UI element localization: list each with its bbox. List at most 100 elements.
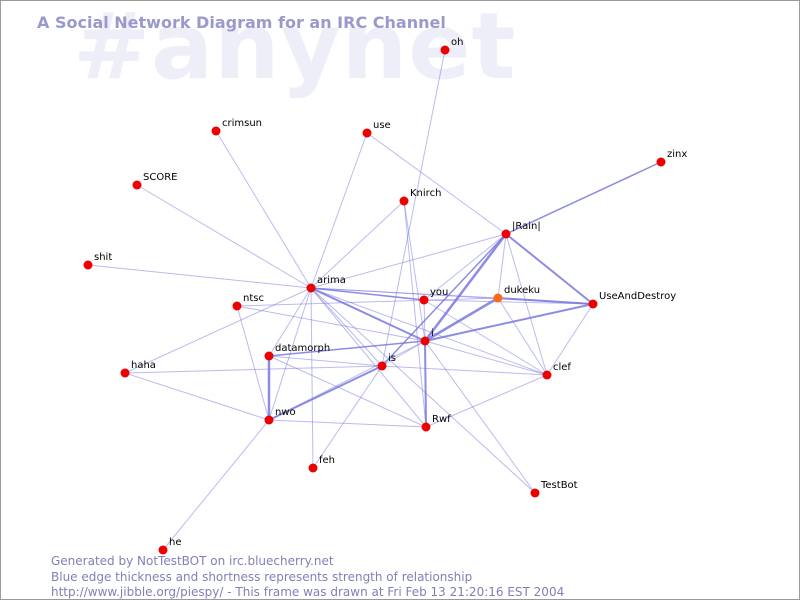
node-dot-is: [377, 361, 387, 371]
node-label-clef: clef: [553, 362, 571, 373]
node-dot-he: [158, 545, 168, 555]
node-arima: arima: [306, 275, 346, 293]
node-dot-SCORE: [132, 180, 142, 190]
edge-dukeku-i: [424, 296, 499, 343]
edge-Rain-clef: [505, 233, 548, 376]
node-Rwf: Rwf: [421, 414, 451, 432]
edge-arima-Rwf: [310, 287, 427, 428]
node-label-shit: shit: [94, 252, 112, 263]
node-is: is: [377, 353, 396, 371]
edge-i-TestBot: [424, 340, 536, 494]
node-dot-crimsun: [211, 126, 221, 136]
node-label-TestBot: TestBot: [540, 480, 578, 491]
node-label-is: is: [388, 353, 396, 364]
edge-Knirch-arima: [310, 200, 405, 289]
node-Rain: |Rain|: [501, 221, 541, 239]
node-dot-i: [420, 336, 430, 346]
node-label-haha: haha: [131, 360, 156, 371]
edge-i-Rwf: [424, 340, 427, 428]
node-ntsc: ntsc: [232, 293, 264, 311]
node-label-Rwf: Rwf: [432, 414, 451, 425]
node-TestBot: TestBot: [530, 480, 578, 498]
edge-ntsc-nwo: [236, 305, 270, 421]
node-use: use: [362, 120, 391, 138]
edge-oh-is: [381, 49, 446, 367]
node-dot-ntsc: [232, 301, 242, 311]
node-label-ntsc: ntsc: [243, 293, 264, 304]
edge-dukeku-UseAndDestroy: [497, 297, 594, 305]
edge-arima-feh: [310, 287, 314, 469]
node-label-arima: arima: [317, 275, 346, 286]
edge-crimsun-arima: [215, 130, 312, 289]
edge-arima-you: [310, 287, 425, 301]
edge-dukeku-clef: [497, 297, 548, 376]
edge-ntsc-i: [236, 305, 426, 342]
edge-is-clef: [381, 365, 548, 376]
node-dot-use: [362, 128, 372, 138]
node-zinx: zinx: [656, 149, 687, 167]
edge-you-i: [423, 299, 426, 342]
edge-use-arima: [310, 132, 368, 289]
edge-UseAndDestroy-clef: [546, 303, 594, 376]
edges-layer: [87, 49, 662, 551]
node-dot-haha: [120, 368, 130, 378]
edge-Rain-UseAndDestroy: [505, 233, 594, 305]
edge-Rain-i: [424, 233, 507, 342]
edge-Knirch-i: [403, 200, 426, 342]
node-dot-you: [419, 295, 429, 305]
footer-legend-note: Blue edge thickness and shortness repres…: [51, 570, 473, 584]
node-dot-TestBot: [530, 488, 540, 498]
edge-use-Rain: [366, 132, 507, 235]
edge-nwo-Rwf: [268, 419, 427, 428]
node-dot-dukeku: [493, 293, 503, 303]
node-dot-feh: [308, 463, 318, 473]
node-datamorph: datamorph: [264, 343, 330, 361]
edge-arima-is: [310, 287, 383, 367]
edge-UseAndDestroy-i: [424, 303, 594, 342]
edge-SCORE-arima: [136, 184, 312, 289]
node-label-zinx: zinx: [667, 149, 687, 160]
node-dot-nwo: [264, 415, 274, 425]
node-dot-Rain: [501, 229, 511, 239]
diagram-title: A Social Network Diagram for an IRC Chan…: [37, 13, 446, 32]
edge-Rain-you: [423, 233, 507, 301]
edge-arima-i: [310, 287, 426, 342]
edge-nwo-he: [162, 419, 270, 551]
node-label-Knirch: Knirch: [410, 188, 441, 199]
node-i: i: [420, 328, 434, 346]
edge-is-feh: [312, 365, 383, 469]
edge-arima-TestBot: [310, 287, 536, 494]
edge-you-clef: [423, 299, 548, 376]
edge-Rain-dukeku: [497, 233, 507, 299]
node-label-Rain: |Rain|: [512, 221, 541, 232]
node-you: you: [419, 287, 448, 305]
node-crimsun: crimsun: [211, 118, 262, 136]
node-label-use: use: [373, 120, 391, 131]
edge-arima-datamorph: [268, 287, 312, 357]
footer-generated-by: Generated by NotTestBOT on irc.bluecherr…: [51, 554, 334, 568]
node-label-datamorph: datamorph: [275, 343, 330, 354]
edge-you-UseAndDestroy: [423, 299, 594, 305]
edge-Rain-arima: [310, 233, 507, 289]
node-label-feh: feh: [319, 455, 335, 466]
edge-arima-haha: [124, 287, 312, 374]
node-UseAndDestroy: UseAndDestroy: [588, 291, 676, 309]
node-label-SCORE: SCORE: [143, 172, 177, 183]
node-dot-shit: [83, 260, 93, 270]
node-label-dukeku: dukeku: [504, 285, 540, 296]
node-dot-oh: [440, 45, 450, 55]
node-he: he: [158, 537, 182, 555]
edge-datamorph-is: [268, 355, 383, 367]
node-label-i: i: [431, 328, 434, 339]
node-dot-Rwf: [421, 422, 431, 432]
node-dot-Knirch: [399, 196, 409, 206]
node-label-you: you: [430, 287, 448, 298]
edge-Knirch-Rwf: [403, 200, 427, 428]
node-oh: oh: [440, 37, 463, 55]
node-dot-datamorph: [264, 351, 274, 361]
node-dot-arima: [306, 283, 316, 293]
node-label-he: he: [169, 537, 182, 548]
